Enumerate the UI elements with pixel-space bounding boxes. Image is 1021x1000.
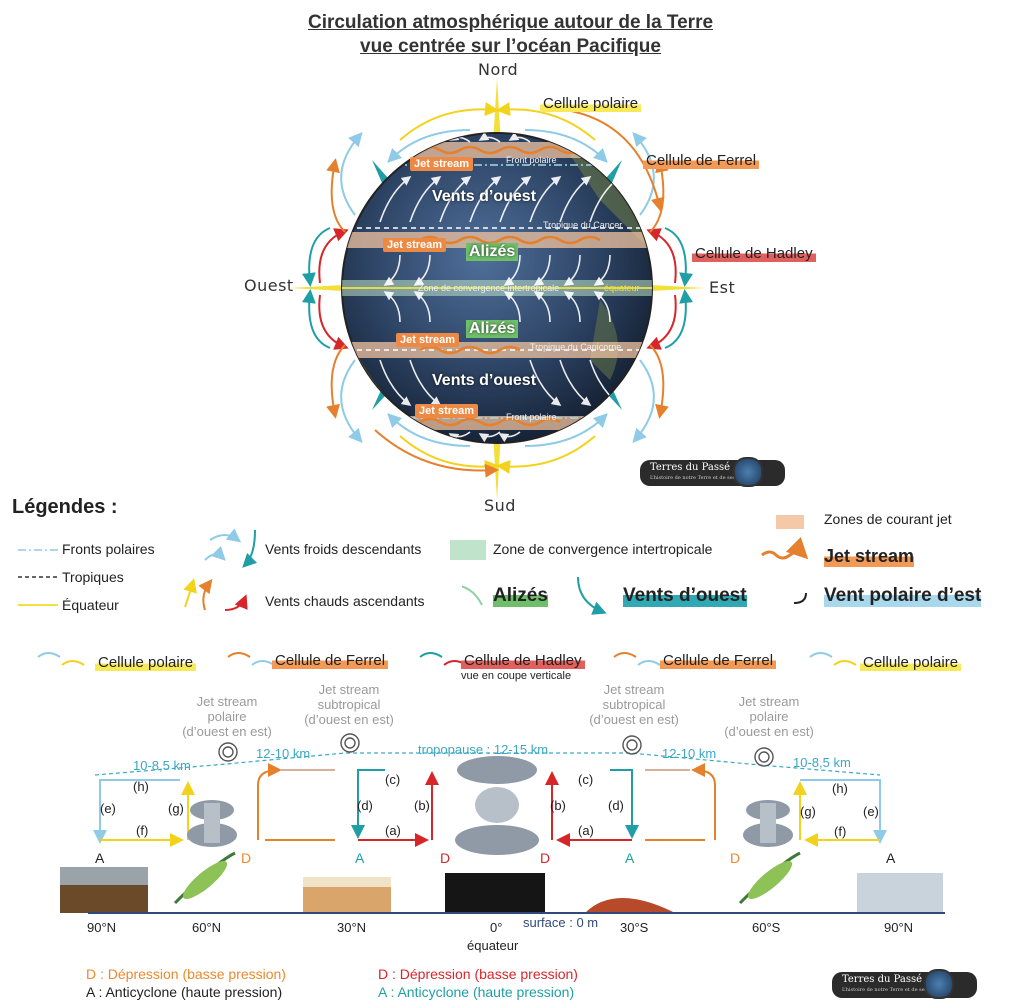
globe-front-polaire-south: Front polaire bbox=[506, 412, 557, 422]
compass-west: Ouest bbox=[244, 276, 294, 295]
pressure-d-0-left: D bbox=[440, 850, 451, 866]
legend-d-red: D : Dépression (basse pression) bbox=[378, 966, 578, 982]
compass-south: Sud bbox=[484, 496, 516, 515]
lat-60n: 60°N bbox=[192, 920, 222, 935]
legend-a-dark: A : Anticyclone (haute pression) bbox=[86, 984, 283, 1000]
legend-heading: Légendes : bbox=[12, 496, 118, 518]
globe-zci-label: Zone de convergence intertropicale bbox=[418, 283, 560, 293]
logo-globe-icon bbox=[733, 457, 763, 487]
pressure-a-90n: A bbox=[95, 850, 105, 866]
globe-alizes-south: Alizés bbox=[466, 320, 519, 338]
globe-alizes-north: Alizés bbox=[466, 243, 519, 261]
pressure-a-30n: A bbox=[355, 850, 365, 866]
letter-e-north: (e) bbox=[100, 801, 116, 816]
globe-label-hadley-cell: Cellule de Hadley bbox=[692, 245, 816, 262]
alt-mid-south: 12-10 km bbox=[662, 746, 717, 761]
letter-d-north: (d) bbox=[357, 798, 373, 813]
landscape-desert-north bbox=[303, 885, 391, 913]
letter-h-south: (h) bbox=[832, 781, 848, 796]
globe-equateur-label: équateur bbox=[604, 283, 640, 293]
lat-0: 0° bbox=[490, 920, 503, 935]
globe-tropique-cancer: Tropique du Cancer bbox=[543, 220, 623, 230]
title-line-2: vue centrée sur l’océan Pacifique bbox=[360, 36, 661, 57]
section-diagram bbox=[37, 652, 945, 914]
globe-jet-stream-2: Jet stream bbox=[383, 238, 447, 252]
legend-jet-stream: Jet stream bbox=[824, 546, 915, 567]
legend-vents-ouest: Vents d’ouest bbox=[623, 585, 747, 607]
logo-bottom-globe-icon bbox=[924, 969, 954, 999]
legend-a-teal: A : Anticyclone (haute pression) bbox=[378, 984, 575, 1000]
letter-d-south: (d) bbox=[608, 798, 624, 813]
section-cell-polar-south: Cellule polaire bbox=[860, 654, 962, 671]
legend-d-orange: D : Dépression (basse pression) bbox=[86, 966, 286, 982]
pressure-d-60n: D bbox=[241, 850, 252, 866]
compass-east: Est bbox=[709, 278, 736, 297]
lat-equateur: équateur bbox=[467, 938, 519, 953]
globe-vents-ouest-south: Vents d’ouest bbox=[432, 372, 537, 389]
globe-label-ferrel-cell: Cellule de Ferrel bbox=[643, 152, 760, 169]
globe-jet-stream-3: Jet stream bbox=[396, 333, 460, 347]
letter-b-south: (b) bbox=[550, 798, 566, 813]
compass-north: Nord bbox=[478, 60, 519, 79]
legend-vents-chauds: Vents chauds ascendants bbox=[265, 593, 425, 609]
lat-30n: 30°N bbox=[337, 920, 367, 935]
globe-jet-stream-1: Jet stream bbox=[410, 157, 474, 171]
alt-polar-north: 10-8,5 km bbox=[133, 758, 191, 773]
letter-g-north: (g) bbox=[168, 801, 184, 816]
alt-mid-north: 12-10 km bbox=[256, 746, 311, 761]
legend-equateur: Équateur bbox=[62, 597, 119, 613]
section-cell-ferrel-north: Cellule de Ferrel bbox=[272, 652, 389, 669]
legend-symbols bbox=[18, 515, 809, 615]
letter-c-south: (c) bbox=[578, 772, 594, 787]
pressure-d-0-right: D bbox=[540, 850, 551, 866]
letter-e-south: (e) bbox=[863, 804, 879, 819]
letter-b-north: (b) bbox=[414, 798, 430, 813]
letter-g-south: (g) bbox=[800, 804, 816, 819]
legend-zci: Zone de convergence intertropicale bbox=[493, 541, 713, 557]
title-line-1: Circulation atmosphérique autour de la T… bbox=[307, 12, 714, 33]
lat-30s: 30°S bbox=[620, 920, 649, 935]
letter-a-north: (a) bbox=[385, 823, 401, 838]
section-coupe-label: vue en coupe verticale bbox=[461, 670, 572, 682]
globe-vents-ouest-north: Vents d’ouest bbox=[432, 188, 537, 205]
section-cell-ferrel-south: Cellule de Ferrel bbox=[660, 652, 777, 669]
alt-polar-south: 10-8,5 km bbox=[793, 755, 851, 770]
globe-front-polaire-north: Front polaire bbox=[506, 155, 557, 165]
surface-label: surface : 0 m bbox=[523, 915, 599, 930]
legend-vents-froids: Vents froids descendants bbox=[265, 541, 422, 557]
landscape-rainforest bbox=[445, 873, 545, 913]
section-cell-hadley: Cellule de Hadley bbox=[461, 652, 585, 669]
legend-tropiques: Tropiques bbox=[62, 569, 124, 585]
letter-f-north: (f) bbox=[136, 823, 149, 838]
pressure-a-30s: A bbox=[625, 850, 635, 866]
legend-vent-polaire: Vent polaire d’est bbox=[824, 585, 982, 607]
landscape-antarctic bbox=[857, 873, 943, 913]
globe-tropique-capricorne: Tropique du Capicorne bbox=[530, 342, 622, 352]
lat-90n: 90°N bbox=[87, 920, 117, 935]
legend-fronts-polaires: Fronts polaires bbox=[62, 541, 155, 557]
globe-jet-stream-4: Jet stream bbox=[415, 404, 479, 418]
pressure-d-60s: D bbox=[730, 850, 741, 866]
pressure-a-90s: A bbox=[886, 850, 896, 866]
landscape-desert-south bbox=[585, 898, 675, 913]
letter-f-south: (f) bbox=[834, 824, 847, 839]
lat-90-right: 90°N bbox=[884, 920, 914, 935]
letter-a-south: (a) bbox=[578, 823, 594, 838]
letter-h-north: (h) bbox=[133, 779, 149, 794]
tropopause-label: tropopause : 12-15 km bbox=[418, 742, 549, 757]
globe-label-polar-cell: Cellule polaire bbox=[540, 95, 642, 112]
legend-zones-jet: Zones de courant jet bbox=[824, 511, 952, 527]
lat-60s: 60°S bbox=[752, 920, 781, 935]
legend-alizes: Alizés bbox=[493, 585, 548, 607]
letter-c-north: (c) bbox=[385, 772, 401, 787]
section-cell-polar-north: Cellule polaire bbox=[95, 654, 197, 671]
